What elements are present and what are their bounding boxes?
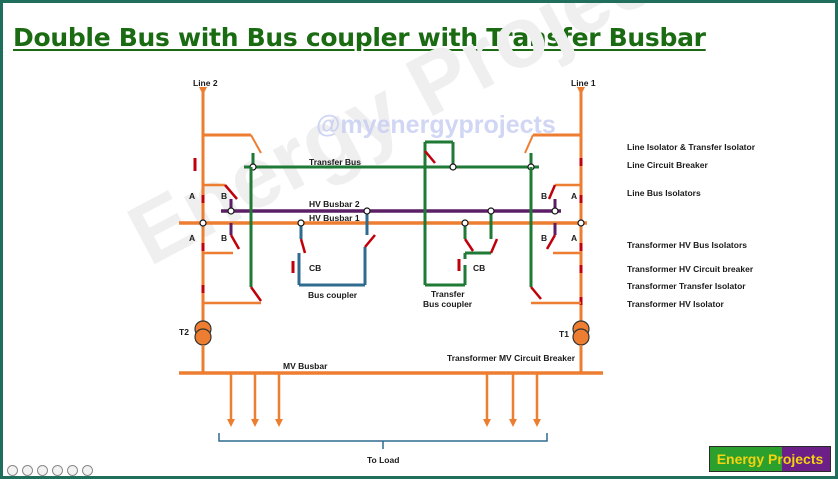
- brand-logo: Energy Projects: [709, 446, 831, 472]
- label-transformer-mv-cb: Transformer MV Circuit Breaker: [447, 353, 576, 363]
- label-line-1: Line 1: [571, 78, 596, 88]
- label-hv-busbar-2: HV Busbar 2: [309, 199, 360, 209]
- slides-grid-icon[interactable]: [52, 465, 63, 476]
- line-2-feeder: [193, 87, 263, 363]
- legend-item: Transformer HV Bus Isolators: [627, 240, 747, 250]
- label-t2: T2: [179, 327, 189, 337]
- label-b: B: [221, 191, 228, 201]
- label-t1: T1: [559, 329, 569, 339]
- transfer-bus-coupler: [423, 140, 499, 287]
- watermark-handle: @myenergyprojects: [316, 111, 556, 139]
- label-bus-coupler: Bus coupler: [308, 290, 358, 300]
- label-cb: CB: [309, 263, 322, 273]
- zoom-icon[interactable]: [67, 465, 78, 476]
- label-line-2: Line 2: [193, 78, 218, 88]
- label-b: B: [541, 233, 548, 243]
- next-slide-icon[interactable]: [22, 465, 33, 476]
- label-a: A: [571, 191, 578, 201]
- more-options-icon[interactable]: [82, 465, 93, 476]
- legend-item: Line Circuit Breaker: [627, 160, 708, 170]
- label-mv-busbar: MV Busbar: [283, 361, 328, 371]
- label-transfer: Transfer: [431, 289, 465, 299]
- legend-item: Transformer Transfer Isolator: [627, 281, 746, 291]
- label-hv-busbar-1: HV Busbar 1: [309, 213, 360, 223]
- legend-item: Transformer HV Isolator: [627, 299, 724, 309]
- legend-item: Line Isolator & Transfer Isolator: [627, 142, 756, 152]
- prev-slide-icon[interactable]: [7, 465, 18, 476]
- legend-item: Transformer HV Circuit breaker: [627, 264, 754, 274]
- label-a: A: [189, 191, 196, 201]
- line-1-feeder: [524, 87, 590, 363]
- label-a: A: [571, 233, 578, 243]
- label-transfer-bus-coupler: Bus coupler: [423, 299, 473, 309]
- logo-purple-block: [782, 447, 830, 471]
- legend-item: Line Bus Isolators: [627, 188, 701, 198]
- single-line-diagram: [179, 87, 603, 449]
- label-to-load: To Load: [367, 455, 400, 465]
- label-transfer-bus: Transfer Bus: [309, 157, 361, 167]
- slide-toolbar: [7, 465, 93, 476]
- page-title: Double Bus with Bus coupler with Transfe…: [13, 23, 706, 52]
- label-b: B: [221, 233, 228, 243]
- label-b: B: [541, 191, 548, 201]
- bus-coupler: [291, 207, 376, 287]
- label-cb: CB: [473, 263, 486, 273]
- load-feeders: [227, 373, 541, 427]
- logo-green-block: [710, 447, 782, 471]
- pen-icon[interactable]: [37, 465, 48, 476]
- label-a: A: [189, 233, 196, 243]
- load-bracket: [218, 433, 548, 449]
- logo-text: Energy Projects: [716, 451, 824, 467]
